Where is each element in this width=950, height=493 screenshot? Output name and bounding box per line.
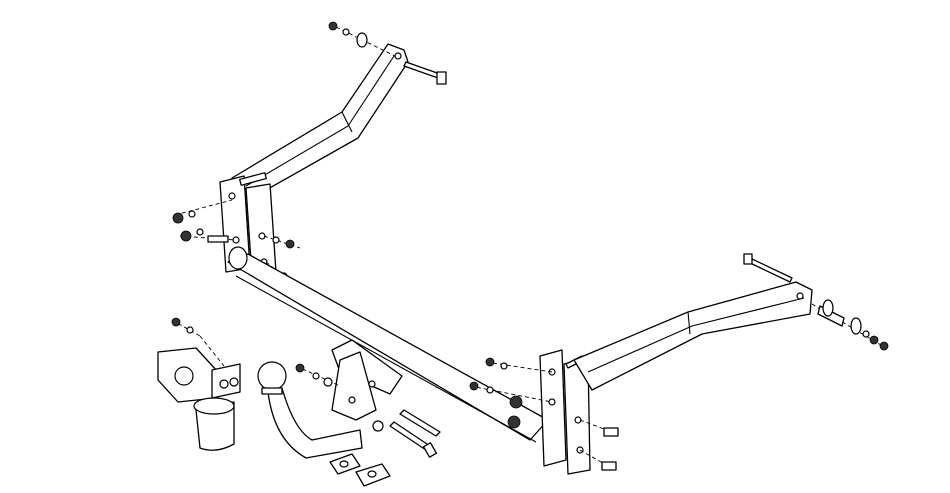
- right-side-bracket: [539, 349, 591, 475]
- center-bolts: [389, 409, 441, 458]
- right-end-fasteners: [811, 299, 889, 351]
- ball-fasteners: [295, 363, 341, 387]
- electrical-socket: [193, 397, 235, 451]
- right-top-bolt: [743, 253, 793, 283]
- socket-mounting-plate: [157, 317, 241, 403]
- left-top-bolt: [328, 21, 447, 85]
- right-mounting-arm: [573, 281, 813, 391]
- tow-ball-neck: [257, 361, 363, 459]
- main-crossbar-tube: [227, 246, 549, 443]
- center-mounting-plate: [331, 351, 384, 432]
- spacer-blocks: [329, 453, 391, 487]
